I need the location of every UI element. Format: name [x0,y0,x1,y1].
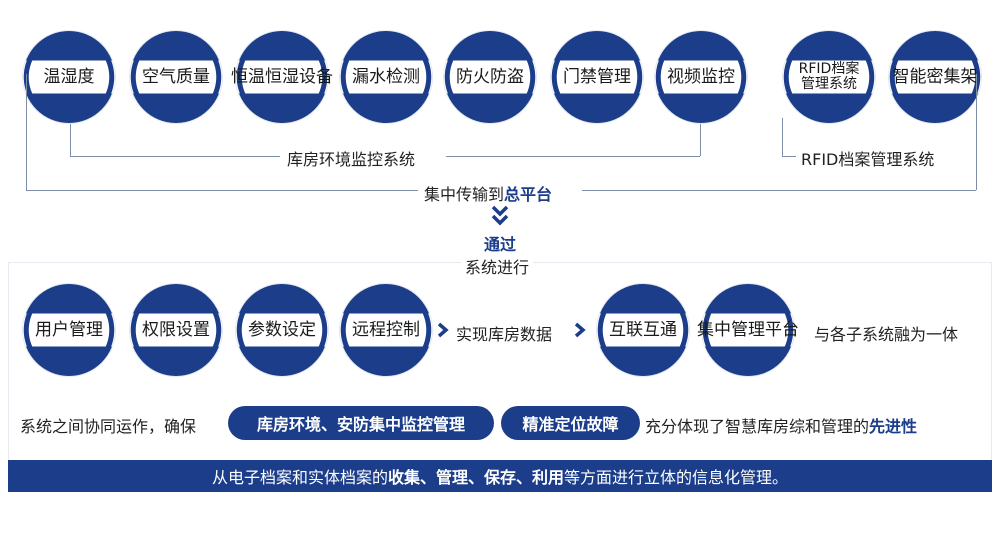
bottom-band: 从电子档案和实体档案的收集、管理、保存、利用等方面进行立体的信息化管理。 [8,460,992,492]
chevron-right-icon [574,322,586,338]
chevron-right-icon [437,322,449,338]
summary-highlight: 先进性 [869,417,918,436]
transfer-label: 集中传输到总平台 [424,181,552,205]
circle-user-management: 用户管理 [23,284,115,376]
circle-label: 互联互通 [609,319,677,340]
bracket-line [700,124,701,156]
merge-label: 与各子系统融为一体 [814,325,959,344]
summary-prefix: 系统之间协同运作，确保 [20,417,197,436]
summary-suffix: 充分体现了智慧库房综和管理的先进性 [645,413,917,437]
pill-monitoring: 库房环境、安防集中监控管理 [228,406,494,440]
bracket-line [782,156,796,157]
bracket-line [976,74,977,190]
bracket-line [782,118,783,156]
circle-label: 恒温恒湿设备 [231,66,333,87]
transfer-prefix: 集中传输到 [424,185,505,204]
circle-fire-theft: 防火防盗 [444,31,536,123]
bracket-line [26,190,418,191]
bracket-line [582,190,976,191]
circle-label: 温湿度 [43,66,95,87]
circle-label: 空气质量 [142,66,210,87]
circle-access-control: 门禁管理 [551,31,643,123]
circle-rfid-system: RFID档案 管理系统 [783,31,875,123]
circle-label: 智能密集架 [892,66,978,87]
circle-label: 用户管理 [35,319,103,340]
circle-parameter-settings: 参数设定 [236,284,328,376]
circle-video-monitor: 视频监控 [655,31,747,123]
circle-remote-control: 远程控制 [340,284,432,376]
summary-suffix-text: 充分体现了智慧库房综和管理的 [645,417,870,436]
bracket-line [70,156,280,157]
circle-label: 漏水检测 [352,66,420,87]
rfid-system-label: RFID档案管理系统 [801,150,935,169]
bracket-line [446,156,700,157]
bracket-line [70,124,71,156]
monitor-system-label: 库房环境监控系统 [287,150,416,169]
band-bold: 收集、管理、保存、利用 [387,468,564,487]
circle-label: 门禁管理 [563,66,631,87]
bracket-line [26,74,27,190]
band-prefix: 从电子档案和实体档案的 [211,468,388,487]
circle-label: 集中管理平台 [697,319,799,340]
circle-hvac-device: 恒温恒湿设备 [231,31,333,123]
circle-leak-detection: 漏水检测 [340,31,432,123]
circle-label: 视频监控 [667,66,735,87]
circle-label: 防火防盗 [456,66,524,87]
circle-interconnect: 互联互通 [597,284,689,376]
pill-fault-location: 精准定位故障 [501,406,640,440]
band-suffix: 等方面进行立体的信息化管理。 [564,468,789,487]
circle-label: 参数设定 [248,319,316,340]
double-chevron-down-icon [491,205,509,226]
circle-air-quality: 空气质量 [130,31,222,123]
circle-humidity: 温湿度 [23,31,115,123]
system-run-label: 系统进行 [460,254,534,278]
circle-label: RFID档案 管理系统 [798,61,860,92]
circle-central-platform: 集中管理平台 [697,284,799,376]
realize-label: 实现库房数据 [456,325,553,344]
circle-label: 远程控制 [352,319,420,340]
circle-permission-settings: 权限设置 [130,284,222,376]
circle-label: 权限设置 [142,319,210,340]
through-label: 通过 [483,235,517,254]
transfer-target: 总平台 [504,185,553,204]
circle-smart-shelf: 智能密集架 [889,31,981,123]
